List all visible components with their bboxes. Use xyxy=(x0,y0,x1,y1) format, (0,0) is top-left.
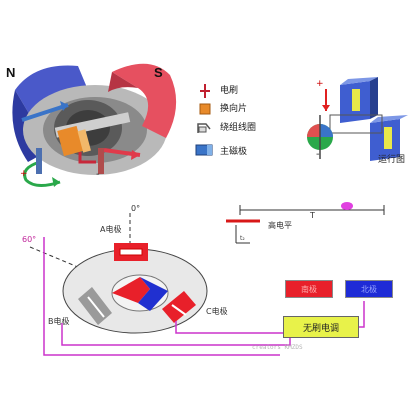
legend-label-commutator: 换向片 xyxy=(220,104,248,114)
brush-icon xyxy=(200,84,210,98)
legend-label-brush: 电刷 xyxy=(220,86,239,96)
watermark: creators KMZDS xyxy=(252,344,303,351)
south-magnet-shape xyxy=(112,63,177,138)
commutator-shape xyxy=(57,125,84,157)
south-pole-label: S xyxy=(154,65,163,80)
c-pole-label: C电极 xyxy=(206,307,228,316)
south-pole-key: 南极 xyxy=(285,280,333,298)
angle-sixty-label: 60° xyxy=(22,235,37,244)
esc-controller-box: 无刷电调 xyxy=(283,316,359,338)
pole-diagram xyxy=(29,205,385,356)
legend-label-magnet-pole: 主磁极 xyxy=(220,147,248,157)
run-plus-sign: + xyxy=(316,79,324,89)
b-pole-label: B电极 xyxy=(48,317,70,326)
minus-sign: - xyxy=(96,169,100,180)
wire-b xyxy=(61,323,291,346)
rotation-arrow xyxy=(23,160,61,187)
c-pole-block xyxy=(162,291,196,323)
magnet-pole-icon xyxy=(195,144,213,156)
current-arrow-blue xyxy=(21,103,69,122)
commutator-icon xyxy=(199,103,211,115)
esc-controller-label: 无刷电调 xyxy=(302,323,339,334)
wire-a xyxy=(43,237,280,356)
legend-label-coil: 绕组线圈 xyxy=(220,123,257,133)
north-pole-label: N xyxy=(6,65,16,80)
run-diagram xyxy=(307,77,408,161)
angle-zero-label: 0° xyxy=(131,204,141,213)
timing-t2-label: t₂ xyxy=(240,235,245,242)
timing-high-level-label: 高电平 xyxy=(268,221,292,230)
run-minus-sign: - xyxy=(316,149,320,160)
magenta-dot xyxy=(341,202,353,210)
south-pole-key-label: 南极 xyxy=(301,284,317,294)
a-pole-label: A电极 xyxy=(100,225,122,234)
timing-period-label: T xyxy=(310,211,315,220)
coil-icon xyxy=(197,123,211,133)
plus-sign: + xyxy=(20,169,28,179)
run-diagram-caption: 运行图 xyxy=(378,155,406,165)
wire-c xyxy=(175,321,284,334)
motor-illustration xyxy=(12,63,177,187)
north-pole-key: 北极 xyxy=(345,280,393,298)
north-pole-key-label: 北极 xyxy=(361,284,377,294)
